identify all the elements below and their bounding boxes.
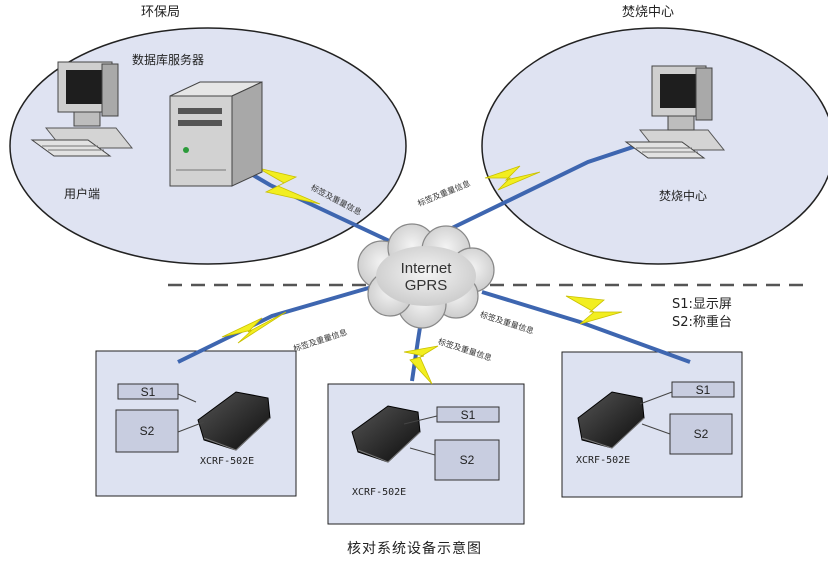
link-right-line	[414, 144, 637, 248]
right-zone-title: 焚烧中心	[622, 5, 675, 20]
database-server-label: 数据库服务器	[132, 53, 205, 67]
legend-s2: S2:称重台	[672, 315, 732, 330]
link-lower-right-line	[481, 290, 691, 364]
reader-device-right-icon	[577, 391, 645, 449]
legend-s1: S1:显示屏	[672, 297, 732, 312]
left-s2-text: S2	[139, 424, 155, 438]
right-model-label: XCRF-502E	[576, 455, 631, 466]
cloud-line-gprs: GPRS	[404, 277, 448, 294]
bolt-lower-left-icon	[221, 311, 287, 344]
right-s1-box	[671, 381, 735, 398]
legend: S1:显示屏 S2:称重台	[672, 296, 732, 332]
left-s1-text: S1	[140, 384, 156, 399]
bolt-upper-right-icon	[484, 165, 541, 191]
middle-model-label: XCRF-502E	[352, 487, 407, 498]
middle-s1-box	[436, 406, 500, 423]
internet-cloud-icon	[357, 223, 495, 329]
cloud-line-internet: Internet	[400, 260, 452, 277]
left-s1-box	[117, 383, 179, 400]
cloud-label: Internet GPRS	[378, 260, 474, 294]
user-computer-icon	[30, 61, 134, 157]
incineration-center-label: 焚烧中心	[659, 189, 708, 203]
client-label: 用户端	[64, 187, 101, 201]
middle-s2-text: S2	[459, 453, 475, 467]
bolt-lower-right-icon	[565, 295, 623, 325]
bolt-upper-left-icon	[257, 167, 321, 205]
left-s2-box	[115, 409, 179, 453]
middle-s2-box	[434, 439, 500, 481]
left-model-label: XCRF-502E	[200, 456, 255, 467]
right-s2-text: S2	[693, 427, 709, 441]
middle-s1-text: S1	[460, 407, 476, 422]
right-s1-text: S1	[695, 382, 711, 397]
database-server-icon	[169, 81, 263, 187]
link-lower-left-line	[177, 285, 373, 364]
reader-device-middle-icon	[351, 405, 421, 463]
bolt-lower-middle-icon	[403, 345, 439, 385]
reader-device-left-icon	[197, 391, 271, 451]
left-zone-title: 环保局	[141, 5, 181, 20]
diagram-caption: 核对系统设备示意图	[347, 541, 482, 557]
incineration-computer-icon	[624, 65, 726, 159]
